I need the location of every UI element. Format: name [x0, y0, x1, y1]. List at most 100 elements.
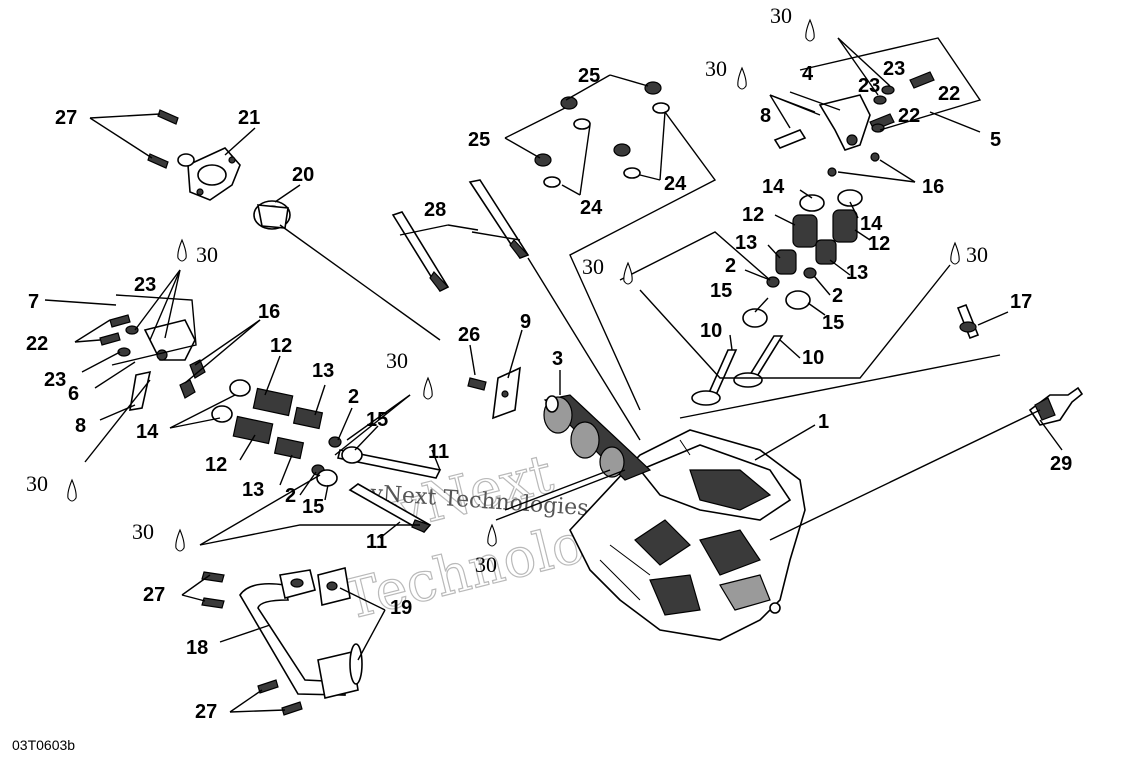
callout-13: 13 — [312, 360, 334, 382]
callout-20: 20 — [292, 164, 314, 186]
leader-lines — [44, 37, 1063, 713]
callout-10: 10 — [700, 320, 722, 342]
callout-27: 27 — [55, 107, 77, 129]
bolts-27-bottom — [201, 571, 303, 716]
callout-2: 2 — [285, 485, 296, 507]
callout-13: 13 — [846, 262, 868, 284]
oil-drop-icon — [623, 261, 633, 285]
intake-pipe-18 — [239, 569, 359, 699]
callout-23: 23 — [858, 75, 880, 97]
oil-drop-icon — [423, 376, 433, 400]
callout-30: 30 — [705, 56, 727, 81]
callout-19: 19 — [390, 597, 412, 619]
bolt-26 — [467, 377, 487, 391]
frame-right — [799, 37, 982, 131]
oil-drop-icon — [950, 241, 960, 265]
sensor-17 — [956, 303, 980, 340]
valve-springs-left — [211, 379, 363, 487]
caps-25-24 — [534, 81, 670, 188]
callout-30: 30 — [132, 519, 154, 544]
callout-8: 8 — [75, 415, 86, 437]
oil-drop-icon — [175, 528, 185, 552]
callout-4: 4 — [802, 63, 814, 85]
callout-25: 25 — [578, 65, 600, 87]
callout-24: 24 — [664, 173, 687, 195]
frame-left — [111, 294, 197, 366]
callout-22: 22 — [26, 333, 48, 355]
cylinder-head — [569, 429, 806, 641]
callout-1: 1 — [818, 411, 829, 433]
callout-13: 13 — [242, 479, 264, 501]
callout-2: 2 — [725, 255, 736, 277]
oil-drop-icon — [177, 238, 187, 262]
rocker-right — [773, 71, 935, 151]
callout-15: 15 — [302, 496, 324, 518]
callout-12: 12 — [868, 233, 890, 255]
callout-15: 15 — [822, 312, 844, 334]
rocker-left — [99, 314, 206, 411]
oil-drop-icon — [805, 18, 815, 42]
callout-29: 29 — [1050, 453, 1072, 475]
thermostat — [253, 200, 291, 230]
callout-2: 2 — [348, 386, 359, 408]
callout-30: 30 — [196, 242, 218, 267]
callout-3: 3 — [552, 348, 563, 370]
callout-12: 12 — [742, 204, 764, 226]
callout-30: 30 — [26, 471, 48, 496]
plate-9 — [492, 366, 521, 420]
callout-22: 22 — [898, 105, 920, 127]
callout-9: 9 — [520, 311, 531, 333]
callout-23: 23 — [134, 274, 156, 296]
callout-14: 14 — [860, 213, 883, 235]
figure-id-caption: 03T0603b — [12, 737, 76, 753]
callout-11: 11 — [366, 531, 387, 553]
callout-8: 8 — [760, 105, 771, 127]
oil-drop-icons — [67, 18, 960, 552]
callout-21: 21 — [238, 107, 260, 129]
thermostat-housing — [177, 147, 241, 201]
callout-24: 24 — [580, 197, 603, 219]
spark-plug-29 — [1028, 386, 1084, 426]
callout-25: 25 — [468, 129, 490, 151]
callout-22: 22 — [938, 83, 960, 105]
callout-14: 14 — [762, 176, 785, 198]
callout-14: 14 — [136, 421, 159, 443]
oil-drop-icon — [67, 478, 77, 502]
callout-2: 2 — [832, 285, 843, 307]
callout-18: 18 — [186, 637, 208, 659]
studs-28 — [391, 179, 530, 293]
oil-drop-icon — [737, 66, 747, 90]
callout-12: 12 — [205, 454, 227, 476]
callout-27: 27 — [195, 701, 217, 723]
valve-springs-right — [742, 152, 880, 328]
studs-11 — [337, 449, 442, 534]
camshaft — [543, 394, 652, 481]
callout-7: 7 — [28, 291, 39, 313]
callout-12: 12 — [270, 335, 292, 357]
callout-26: 26 — [458, 324, 480, 346]
callout-30: 30 — [966, 242, 988, 267]
callout-30: 30 — [582, 254, 604, 279]
callout-17: 17 — [1010, 291, 1032, 313]
callout-30: 30 — [770, 3, 792, 28]
callout-5: 5 — [990, 129, 1001, 151]
callout-13: 13 — [735, 232, 757, 254]
callout-30: 30 — [475, 552, 497, 577]
callout-27: 27 — [143, 584, 165, 606]
valves-10 — [691, 335, 784, 406]
callout-16: 16 — [922, 176, 944, 198]
bolts-27-top — [147, 109, 179, 169]
callout-30: 30 — [386, 348, 408, 373]
lubrication-callouts: 30 30 30 30 30 30 30 30 30 — [26, 3, 988, 577]
callout-10: 10 — [802, 347, 824, 369]
callout-15: 15 — [710, 280, 732, 302]
callout-6: 6 — [68, 383, 79, 405]
callout-23: 23 — [44, 369, 66, 391]
oil-drop-icon — [487, 523, 497, 547]
callout-23: 23 — [883, 58, 905, 80]
callout-16: 16 — [258, 301, 280, 323]
callout-28: 28 — [424, 199, 446, 221]
gaskets-19 — [317, 567, 363, 685]
callout-labels: 1 2 2 2 2 3 4 5 6 7 8 8 9 10 10 11 11 12… — [26, 58, 1072, 723]
